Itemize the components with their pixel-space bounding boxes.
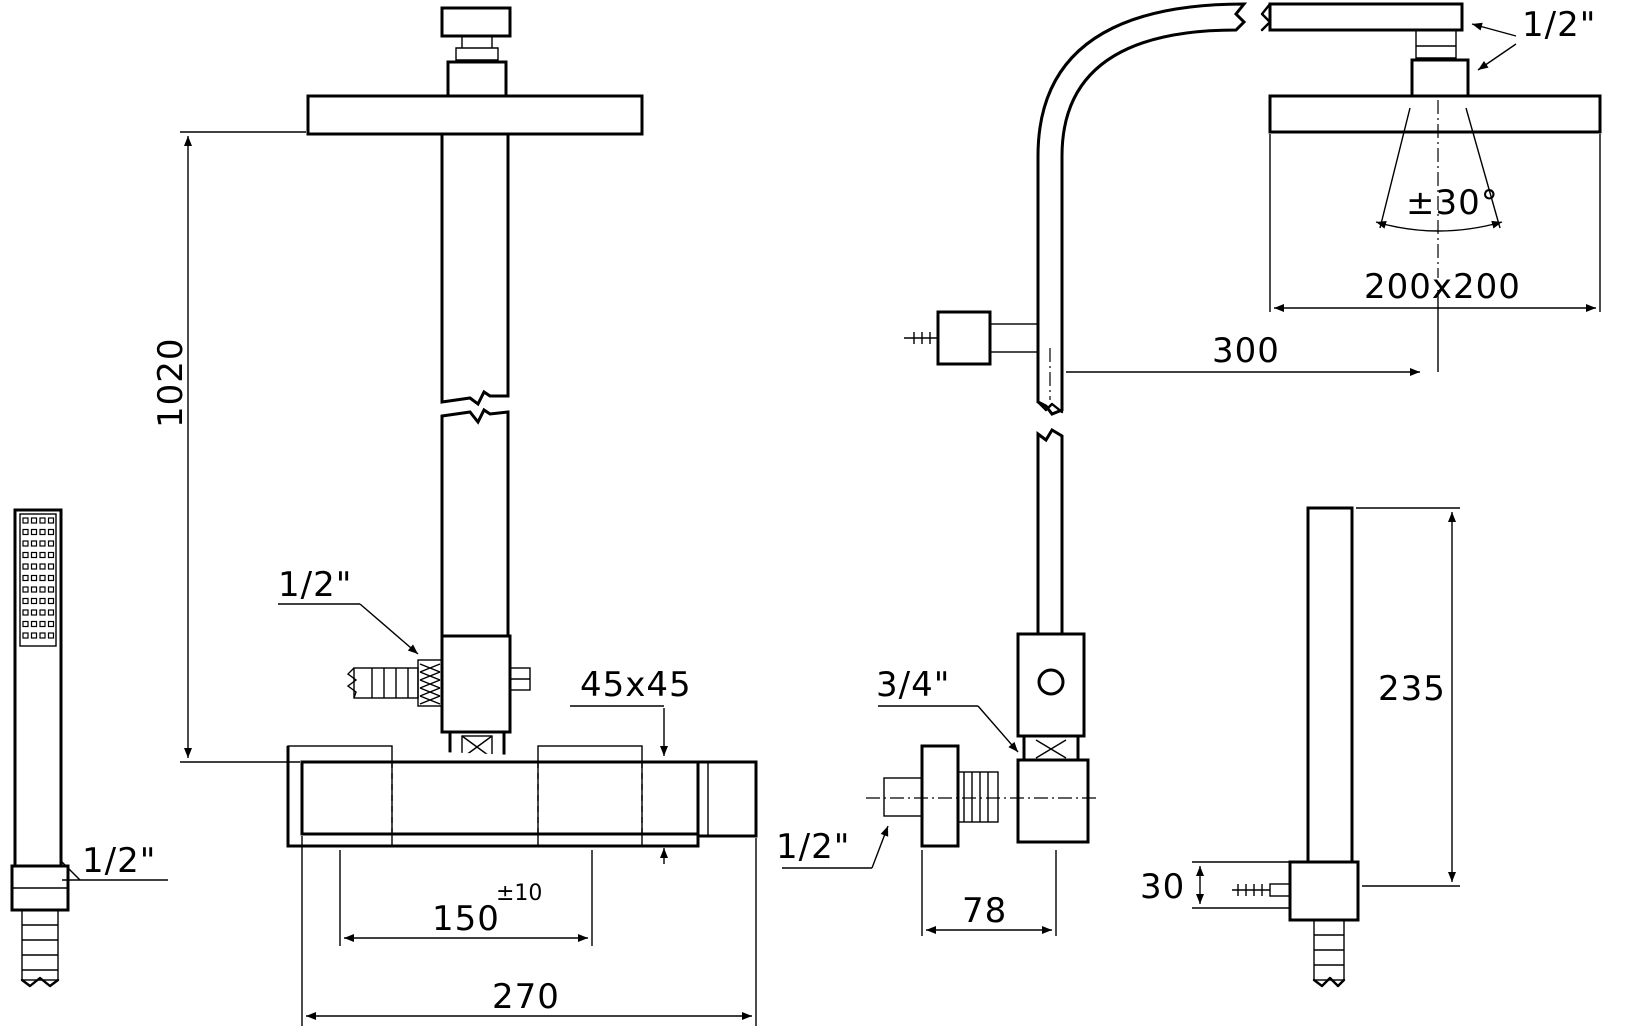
nozzle [39, 586, 46, 593]
nozzle [30, 609, 38, 616]
arm-reach-dimension: 300 [1212, 331, 1280, 371]
nozzle [47, 632, 55, 639]
side-view-dimensions [782, 22, 1517, 936]
nozzle [30, 528, 38, 536]
nozzle [47, 551, 55, 559]
nozzle [47, 586, 55, 593]
nozzle [47, 563, 55, 570]
column-dimensions [180, 131, 757, 1026]
nozzle [39, 517, 46, 524]
nozzle [22, 609, 29, 616]
nozzle [47, 540, 55, 547]
shower-column-side-view [866, 2, 1602, 848]
nozzle [22, 551, 29, 559]
nozzle [39, 540, 46, 547]
shower-column-front-view [286, 6, 758, 848]
head-connection-thread-label: 1/2" [1522, 5, 1596, 45]
hand-shower-side-dimensions [1192, 507, 1460, 909]
nozzle [39, 528, 46, 536]
column-inlet-thread-label: 1/2" [278, 565, 352, 605]
body-width-dimension: 270 [492, 977, 560, 1017]
nozzle [30, 574, 38, 582]
nozzle [22, 620, 29, 628]
nozzle [47, 597, 55, 605]
nozzle [22, 597, 29, 605]
nozzle [47, 517, 55, 524]
nozzle [39, 620, 46, 628]
nozzle [30, 517, 38, 524]
column-height-dimension: 1020 [151, 337, 191, 428]
eccentric-inlet-thread-label: 1/2" [776, 827, 850, 867]
nozzle [39, 609, 46, 616]
head-size-dimension: 200x200 [1364, 267, 1521, 307]
nozzle [22, 632, 29, 639]
nozzle [30, 632, 38, 639]
nozzle [30, 586, 38, 593]
nozzle [22, 517, 29, 524]
nozzle [47, 528, 55, 536]
nozzle [39, 632, 46, 639]
wall-offset-dimension: 78 [962, 891, 1007, 931]
nozzle [39, 574, 46, 582]
bar-section-dimension: 45x45 [580, 665, 692, 705]
hand-shower-front-view [10, 508, 168, 988]
nozzle [39, 597, 46, 605]
spacing-dimension: 150 [432, 899, 500, 939]
nozzle [22, 528, 29, 536]
eccentric-outlet-thread-label: 3/4" [876, 665, 950, 705]
nozzle [39, 551, 46, 559]
nozzle [22, 563, 29, 570]
hand-shower-nozzle-grid [22, 517, 55, 639]
hand-shower-length-dimension: 235 [1378, 669, 1446, 709]
tilt-angle-label: ±30° [1406, 183, 1499, 223]
nozzle [47, 609, 55, 616]
shower-head-dimensions [1269, 100, 1601, 312]
nozzle [22, 586, 29, 593]
nozzle [30, 551, 38, 559]
nozzle [30, 620, 38, 628]
nozzle [22, 574, 29, 582]
holder-height-dimension: 30 [1140, 867, 1185, 907]
nozzle [30, 597, 38, 605]
nozzle [39, 563, 46, 570]
nozzle [47, 574, 55, 582]
spacing-tolerance: ±10 [496, 881, 542, 906]
nozzle [22, 540, 29, 547]
nozzle [30, 563, 38, 570]
hand-shower-side-view [1232, 506, 1360, 988]
nozzle [47, 620, 55, 628]
hand-shower-thread-label: 1/2" [82, 841, 156, 881]
nozzle [30, 540, 38, 547]
